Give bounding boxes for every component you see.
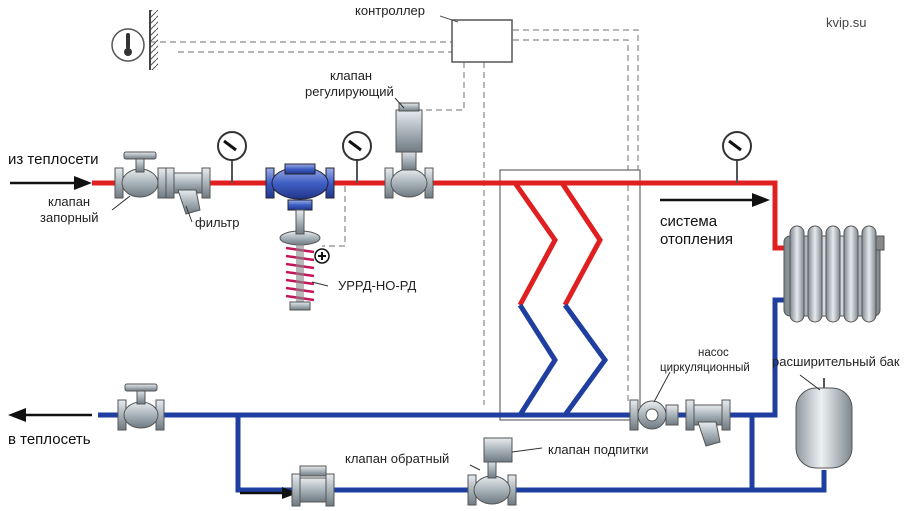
thermometer-icon [111, 28, 145, 62]
circ-pump-label-line2: циркуляционный [660, 362, 750, 374]
check-valve-label: клапан обратный [345, 451, 449, 466]
makeup-arrow-icon [240, 487, 298, 499]
pressure-gauge-icon [342, 131, 372, 183]
regulator-label: УРРД-НО-РД [338, 278, 416, 293]
circulation-pump [629, 399, 679, 431]
leader-lines [111, 97, 821, 471]
controller [439, 15, 513, 63]
shutoff-valve-return [117, 383, 165, 431]
outdoor-sensor [111, 10, 158, 70]
shutoff-valve-label-line2: запорный [40, 210, 98, 225]
outlet-arrow-icon [8, 408, 92, 422]
filter-label: фильтр [195, 215, 239, 230]
heating-flow-arrow-icon [660, 193, 770, 207]
check-valve [291, 465, 335, 507]
control-valve-label-line2: регулирующий [305, 84, 394, 99]
makeup-valve [467, 437, 517, 506]
expansion-tank-label: расширительный бак [772, 354, 900, 369]
heating-system-label-line1: система [660, 213, 718, 230]
return-pipe [98, 297, 827, 493]
heat-exchanger [499, 169, 641, 421]
control-valve [384, 102, 434, 199]
shutoff-valve-label-line1: клапан [48, 194, 90, 209]
filter-supply [165, 167, 211, 215]
control-lines [150, 29, 639, 405]
expansion-tank [795, 378, 853, 469]
pressure-regulator [265, 163, 335, 311]
makeup-valve-label: клапан подпитки [548, 442, 648, 457]
circ-pump-label-line1: насос [698, 347, 729, 359]
controller-label: контроллер [355, 3, 425, 18]
to-heat-network-label: в теплосеть [8, 431, 91, 448]
from-heat-network-label: из теплосети [8, 151, 98, 168]
shutoff-valve-supply [114, 151, 167, 199]
control-valve-label-line1: клапан [330, 68, 372, 83]
pressure-gauge-icon [722, 131, 752, 183]
radiator [783, 225, 885, 323]
pressure-gauge-icon [217, 131, 247, 183]
filter-return [685, 399, 731, 447]
inlet-arrow-icon [10, 176, 92, 190]
brand-label: kvip.su [826, 15, 866, 30]
heating-system-label-line2: отопления [660, 231, 733, 248]
